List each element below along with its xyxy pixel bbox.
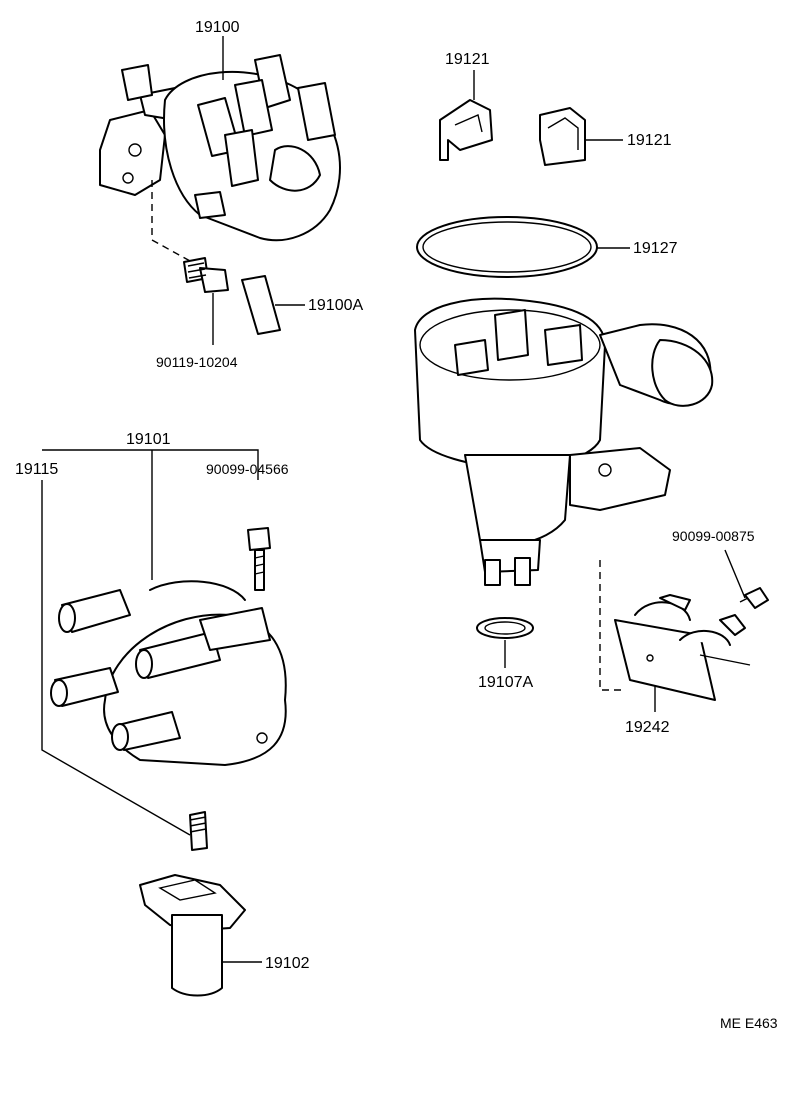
rotor xyxy=(139,874,246,997)
label-90099-04566: 90099-04566 xyxy=(206,461,289,477)
label-19121-a: 19121 xyxy=(445,51,490,68)
label-19121-b: 19121 xyxy=(627,132,672,149)
screw-90099-b xyxy=(739,587,769,609)
label-19101: 19101 xyxy=(126,431,171,448)
distributor-housing xyxy=(414,297,714,586)
figure-code: ME E463 xyxy=(720,1015,778,1031)
bracket-line-19115 xyxy=(41,480,191,836)
cap-clip-a xyxy=(439,99,493,161)
label-19115: 19115 xyxy=(15,461,58,478)
leader-90099-b xyxy=(724,549,746,599)
dashed-guide-right xyxy=(599,560,625,691)
bracket-clamp xyxy=(614,594,751,701)
label-19242: 19242 xyxy=(625,719,670,736)
rotor-spring xyxy=(189,811,208,851)
screw-90099-a xyxy=(247,527,271,591)
screw-90119 xyxy=(183,257,229,293)
label-19127: 19127 xyxy=(633,240,678,257)
label-90119-10204: 90119-10204 xyxy=(156,354,238,370)
label-19100A: 19100A xyxy=(308,297,363,314)
bracket-line-19101 xyxy=(42,449,259,480)
label-19100: 19100 xyxy=(195,19,240,36)
label-19107A: 19107A xyxy=(478,674,533,691)
label-90099-00875: 90099-00875 xyxy=(672,528,755,544)
distributor-assembly xyxy=(99,54,341,242)
o-ring-large xyxy=(416,216,598,278)
cap-clip-b xyxy=(539,107,586,166)
o-ring-small xyxy=(476,617,534,639)
label-plate xyxy=(241,275,281,335)
label-19102: 19102 xyxy=(265,955,310,972)
dashed-guide xyxy=(151,180,211,273)
distributor-cap xyxy=(50,580,287,766)
